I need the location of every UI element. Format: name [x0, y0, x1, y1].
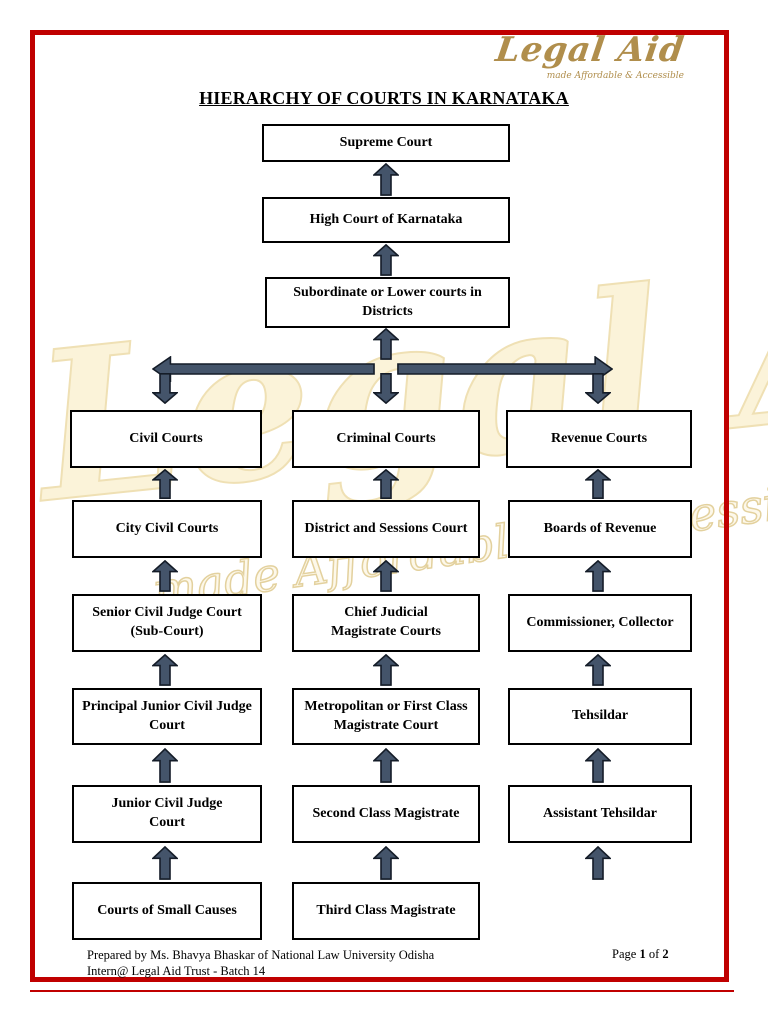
- flow-box-revenue-courts: Revenue Courts: [506, 410, 692, 468]
- flow-box-label: District and Sessions Court: [304, 520, 468, 536]
- flow-box-civil-courts: Civil Courts: [70, 410, 262, 468]
- up-arrow-icon: [585, 469, 611, 499]
- flow-box-commissioner-collector: Commissioner, Collector: [508, 594, 692, 652]
- down-arrow-icon: [585, 373, 611, 404]
- footer-credit-line1: Prepared by Ms. Bhavya Bhaskar of Nation…: [87, 948, 435, 962]
- flow-box-tehsildar: Tehsildar: [508, 688, 692, 745]
- flow-box-label: Revenue Courts: [550, 430, 648, 446]
- right-arrow-icon: [397, 356, 613, 382]
- up-arrow-icon: [585, 846, 611, 880]
- footer-credit: Prepared by Ms. Bhavya Bhaskar of Nation…: [87, 947, 434, 979]
- page-title: HIERARCHY OF COURTS IN KARNATAKA: [199, 88, 569, 108]
- flow-box-label: Subordinate or Lower courts in Districts: [293, 284, 482, 319]
- flow-box-criminal-courts: Criminal Courts: [292, 410, 480, 468]
- flow-box-label: High Court of Karnataka: [309, 211, 463, 227]
- flow-box-label: City Civil Courts: [115, 520, 219, 536]
- flow-box-subordinate-courts: Subordinate or Lower courts in Districts: [265, 277, 510, 328]
- flow-box-courts-of-small-causes: Courts of Small Causes: [72, 882, 262, 940]
- flow-box-senior-civil-judge-court: Senior Civil Judge Court (Sub-Court): [72, 594, 262, 652]
- up-arrow-icon: [152, 846, 178, 880]
- flow-box-chief-judicial-magistrate-courts: Chief Judicial Magistrate Courts: [292, 594, 480, 652]
- flow-box-label: Third Class Magistrate: [316, 902, 456, 918]
- flow-box-metropolitan-first-class-magistrate-court: Metropolitan or First Class Magistrate C…: [292, 688, 480, 745]
- page-number: Page 1 of 2: [612, 947, 669, 961]
- up-arrow-icon: [152, 469, 178, 499]
- flow-box-third-class-magistrate: Third Class Magistrate: [292, 882, 480, 940]
- left-arrow-icon: [152, 356, 375, 382]
- flow-box-district-and-sessions-court: District and Sessions Court: [292, 500, 480, 558]
- flow-box-high-court: High Court of Karnataka: [262, 197, 510, 243]
- logo-wordmark: Legal Aid: [493, 30, 687, 70]
- flow-box-second-class-magistrate: Second Class Magistrate: [292, 785, 480, 843]
- up-arrow-icon: [585, 654, 611, 686]
- down-arrow-icon: [152, 373, 178, 404]
- flow-box-junior-civil-judge-court: Junior Civil Judge Court: [72, 785, 262, 843]
- up-arrow-icon: [585, 560, 611, 592]
- up-arrow-icon: [152, 654, 178, 686]
- flow-box-supreme-court: Supreme Court: [262, 124, 510, 162]
- flow-box-label: Senior Civil Judge Court (Sub-Court): [92, 605, 242, 639]
- flow-box-assistant-tehsildar: Assistant Tehsildar: [508, 785, 692, 843]
- flow-box-label: Principal Junior Civil Judge Court: [82, 698, 252, 733]
- flow-box-boards-of-revenue: Boards of Revenue: [508, 500, 692, 558]
- up-arrow-icon: [152, 560, 178, 592]
- flow-box-label: Metropolitan or First Class Magistrate C…: [304, 698, 468, 733]
- up-arrow-icon: [373, 469, 399, 499]
- flow-box-label: Commissioner, Collector: [526, 614, 674, 630]
- flow-box-label: Criminal Courts: [336, 430, 436, 446]
- up-arrow-icon: [373, 163, 399, 196]
- flow-box-label: Assistant Tehsildar: [543, 805, 657, 821]
- up-arrow-icon: [585, 748, 611, 783]
- flow-box-principal-junior-civil-judge-court: Principal Junior Civil Judge Court: [72, 688, 262, 745]
- flow-box-label: Tehsildar: [571, 708, 629, 724]
- up-arrow-icon: [373, 748, 399, 783]
- flow-box-label: Chief Judicial Magistrate Courts: [330, 605, 442, 639]
- flow-box-label: Civil Courts: [129, 430, 203, 446]
- page-border-underline: [30, 990, 734, 992]
- up-arrow-icon: [373, 846, 399, 880]
- flow-box-label: Boards of Revenue: [543, 520, 657, 536]
- logo-tagline: made Affordable & Accessible: [546, 71, 684, 81]
- up-arrow-icon: [373, 328, 399, 360]
- flow-box-label: Second Class Magistrate: [312, 805, 460, 821]
- flow-box-label: Supreme Court: [339, 134, 433, 150]
- up-arrow-icon: [152, 748, 178, 783]
- flow-box-label: Junior Civil Judge Court: [111, 796, 223, 830]
- up-arrow-icon: [373, 560, 399, 592]
- up-arrow-icon: [373, 244, 399, 276]
- legal-aid-logo: Legal Aid made Affordable & Accessible: [493, 30, 687, 81]
- down-arrow-icon: [373, 373, 399, 404]
- footer-credit-line2: Intern@ Legal Aid Trust - Batch 14: [87, 964, 266, 978]
- flow-box-label: Courts of Small Causes: [97, 902, 237, 918]
- up-arrow-icon: [373, 654, 399, 686]
- flow-box-city-civil-courts: City Civil Courts: [72, 500, 262, 558]
